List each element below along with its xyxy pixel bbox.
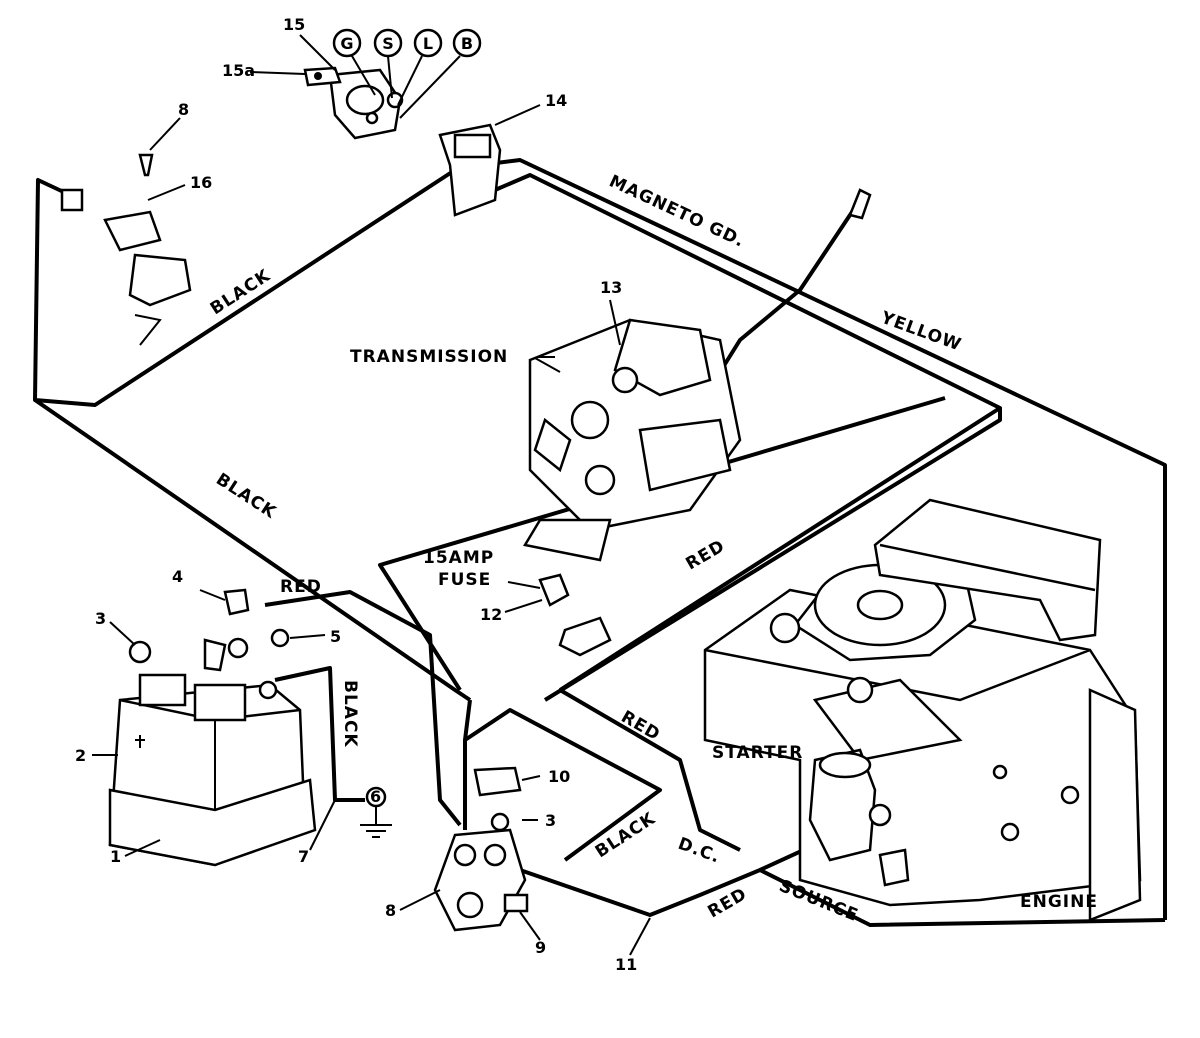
callout-3-bottom: 3 (545, 811, 556, 830)
ignition-switch (303, 66, 404, 140)
wire-red-right (543, 408, 1002, 852)
label-black-battery: BLACK (340, 680, 360, 748)
terminal-l: L (397, 28, 443, 106)
seat-switch (60, 117, 192, 346)
callout-1: 1 (110, 847, 121, 866)
callout-5: 5 (330, 627, 341, 646)
wire-black-bottom (463, 699, 662, 862)
callout-12: 12 (480, 605, 502, 624)
terminal-g-label: G (340, 34, 353, 53)
callout-14: 14 (545, 91, 567, 110)
callout-6: 6 (370, 787, 381, 806)
transmission-assembly (523, 299, 742, 562)
terminal-l-label: L (423, 34, 433, 53)
wire-black-left (33, 398, 472, 702)
callout-11: 11 (615, 955, 637, 974)
callouts: 15 15a 8 16 14 13 4 3 5 2 1 7 6 12 10 3 … (75, 15, 651, 974)
callout-16: 16 (190, 173, 212, 192)
label-red-battery: RED (280, 577, 322, 597)
callout-15a: 15a (222, 61, 255, 80)
wire-red-battery (264, 590, 462, 827)
terminal-b-label: B (461, 34, 473, 53)
label-black-left: BLACK (212, 469, 280, 523)
label-red-middle: RED (618, 707, 664, 745)
callout-8-top: 8 (178, 100, 189, 119)
ground-symbol (360, 786, 392, 838)
callout-9: 9 (535, 938, 546, 957)
terminal-g: G (332, 28, 376, 96)
label-fuse-line2: FUSE (438, 570, 491, 590)
terminal-s: S (373, 28, 403, 99)
label-red-right: RED (683, 536, 729, 574)
label-engine: ENGINE (1020, 892, 1098, 912)
battery-terminal-parts (128, 588, 326, 672)
callout-13: 13 (600, 278, 622, 297)
battery (108, 673, 317, 867)
callout-2: 2 (75, 746, 86, 765)
connector-14 (438, 104, 541, 217)
terminal-b: B (399, 28, 482, 119)
callout-4: 4 (172, 567, 183, 586)
label-fuse-line1: 15AMP (423, 548, 494, 568)
callout-10: 10 (548, 767, 570, 786)
terminal-s-label: S (382, 34, 394, 53)
antenna-wire (713, 188, 872, 382)
callout-8-bottom: 8 (385, 901, 396, 920)
callout-7: 7 (298, 847, 309, 866)
wire-transmission-loop (378, 396, 946, 692)
label-transmission: TRANSMISSION (350, 347, 508, 367)
label-starter: STARTER (712, 743, 803, 763)
callout-3-left: 3 (95, 609, 106, 628)
solenoid (433, 766, 541, 932)
starter-motor (808, 748, 910, 887)
fuse-15amp (504, 573, 612, 657)
callout-15: 15 (283, 15, 305, 34)
wire-black-battery (274, 666, 365, 802)
